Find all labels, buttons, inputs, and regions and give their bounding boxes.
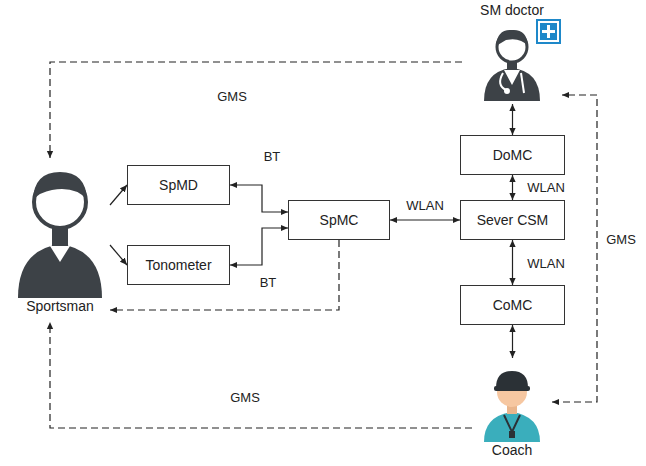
box-label: CoMC — [493, 297, 533, 314]
process-box: DoMC — [460, 135, 565, 175]
figure-label: SM doctor — [480, 2, 544, 19]
edge-label: WLAN — [525, 180, 567, 196]
dashed-connector — [50, 62, 462, 158]
box-label: Sever CSM — [477, 212, 549, 229]
box-label: SpMD — [159, 177, 198, 194]
edge-label: BT — [262, 149, 283, 165]
connector — [230, 228, 288, 265]
connector — [512, 175, 513, 200]
connector — [110, 185, 127, 205]
box-label: DoMC — [493, 147, 533, 164]
process-box: SpMD — [127, 165, 230, 205]
sportsman-icon — [10, 158, 110, 298]
connector — [512, 240, 513, 285]
connector — [512, 104, 513, 135]
connector — [110, 245, 127, 265]
dashed-connector — [110, 240, 339, 310]
edge-label: GMS — [215, 89, 249, 105]
box-label: Tonometer — [145, 257, 211, 274]
edge-label: WLAN — [525, 256, 567, 272]
process-box: SpMC — [288, 200, 390, 240]
connector — [230, 185, 288, 212]
connector — [390, 219, 460, 220]
edge-label: GMS — [604, 232, 638, 248]
figure-label: Sportsman — [26, 298, 94, 315]
doctor-icon — [462, 19, 562, 101]
edge-label: GMS — [228, 390, 262, 406]
coach-icon — [472, 358, 552, 442]
coach-figure: Coach — [472, 358, 552, 464]
sportsman-figure: Sportsman — [10, 158, 110, 322]
dashed-connector — [50, 322, 472, 428]
box-label: SpMC — [320, 212, 359, 229]
doctor-figure: SM doctor — [462, 2, 562, 104]
server-box: Sever CSM — [460, 200, 565, 240]
process-box: Tonometer — [127, 245, 230, 285]
figure-label: Coach — [492, 442, 532, 459]
process-box: CoMC — [460, 285, 565, 325]
edge-label: WLAN — [404, 198, 446, 214]
edge-label: BT — [258, 275, 279, 291]
connector — [512, 325, 513, 358]
